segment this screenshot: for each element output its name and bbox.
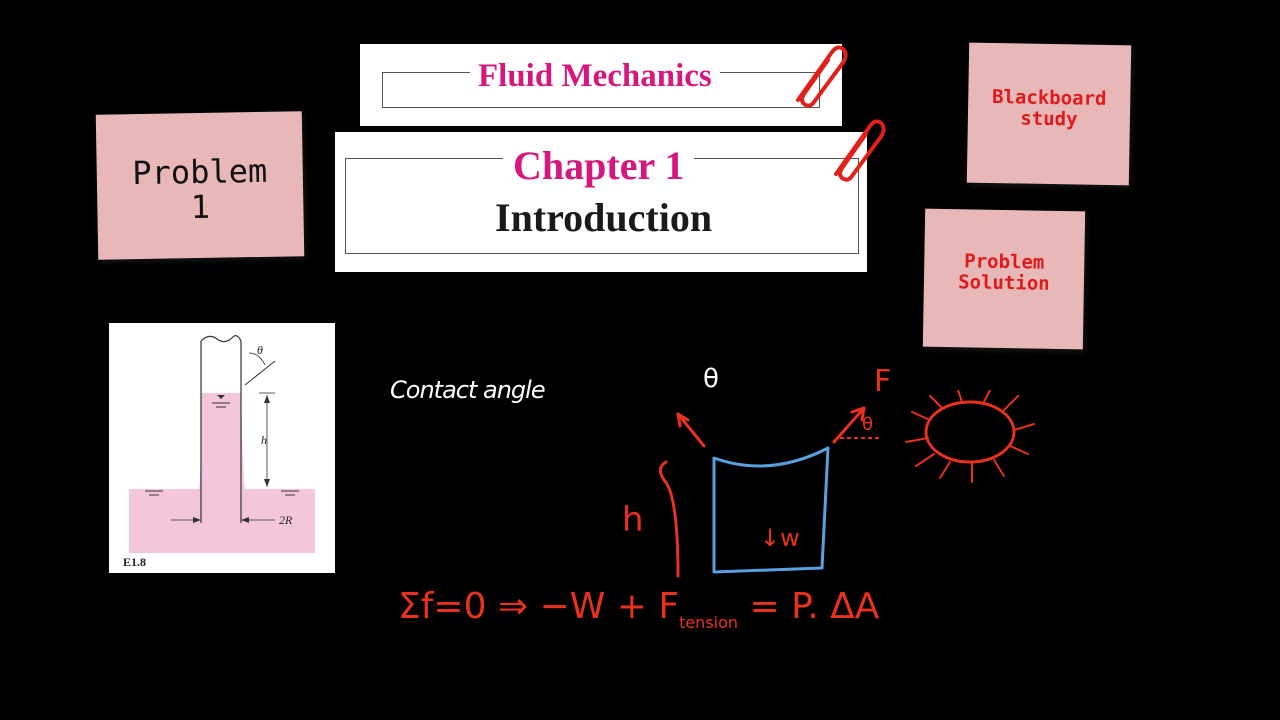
force-label: F [874, 364, 892, 399]
force-diagram [659, 390, 1035, 578]
weight-label: ↓w [760, 524, 800, 552]
equation-rhs: = P. ΔA [749, 586, 880, 627]
chapter-subtitle: Introduction [495, 195, 713, 240]
blackboard-note-text: Blackboard study [991, 86, 1107, 131]
problem-note: Problem 1 [95, 111, 305, 260]
contact-angle-text: Contact angle [390, 376, 546, 404]
course-title: Fluid Mechanics [470, 58, 720, 95]
equilibrium-equation: Σf=0 ⇒ −W + Ftension = P. ΔA [398, 586, 879, 632]
paperclip-icon [796, 45, 848, 108]
capillary-diagram [129, 335, 315, 553]
problem-note-text: Problem 1 [132, 151, 268, 227]
figure-radius-label: 2R [279, 513, 293, 527]
height-label: h [622, 500, 644, 540]
equation-main: Σf=0 ⇒ −W + F [398, 586, 680, 627]
figure-caption: E1.8 [123, 555, 147, 569]
solution-note: Problem Solution [922, 208, 1086, 350]
equation-subscript: tension [679, 613, 739, 632]
contact-angle-theta: θ [703, 364, 719, 394]
figure-theta-label: θ [257, 343, 263, 357]
chapter-title: Chapter 1 [503, 142, 695, 189]
paperclip-icon [834, 119, 886, 182]
blackboard-note: Blackboard study [966, 42, 1132, 186]
chapter-card: Chapter 1 Introduction [335, 132, 867, 272]
course-title-card: Fluid Mechanics [360, 44, 842, 126]
force-angle-label: θ [862, 414, 874, 435]
figure-h-label: h [261, 433, 267, 447]
solution-note-text: Problem Solution [957, 250, 1050, 295]
capillary-figure: θ h 2R E1.8 [109, 323, 335, 573]
